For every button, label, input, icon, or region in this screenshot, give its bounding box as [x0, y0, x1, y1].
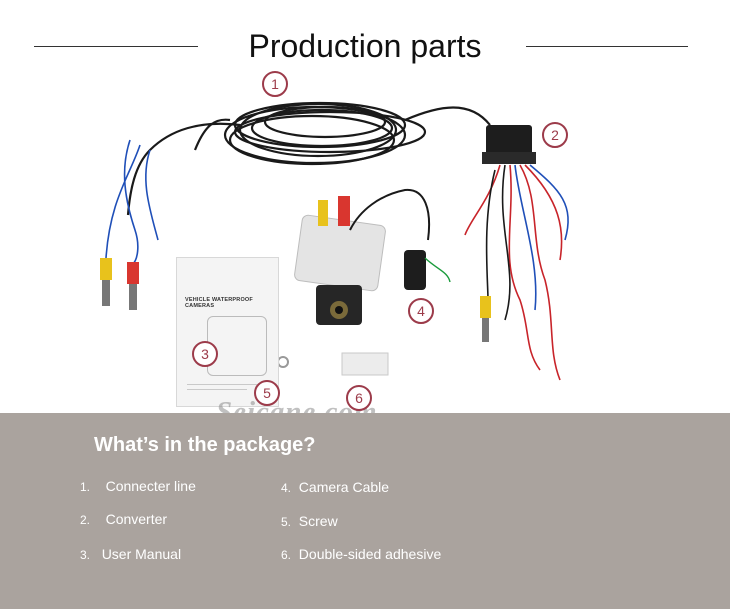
camera-assembly [294, 188, 451, 325]
item-label: Converter [105, 511, 168, 527]
connecter-line-coil [126, 101, 491, 216]
item-label: Screw [298, 513, 338, 529]
badge-1: 1 [262, 71, 288, 97]
wires-right [464, 164, 569, 381]
badge-2: 2 [542, 122, 568, 148]
item-label: Connecter line [105, 478, 196, 494]
item-number: 3. [80, 548, 91, 562]
blue-wires-left [105, 139, 159, 266]
badge-5: 5 [254, 380, 280, 406]
manual-heading: VEHICLE WATERPROOF CAMERAS [185, 297, 253, 309]
manual-text-line [187, 384, 257, 385]
package-item-1: 1. Connecter line [80, 478, 196, 494]
package-item-2: 2. Converter [80, 511, 167, 527]
package-item-6: 6. Double-sided adhesive [281, 546, 441, 562]
item-label: Camera Cable [298, 479, 390, 495]
rca-connectors-left [100, 258, 139, 310]
package-item-3: 3. User Manual [80, 546, 181, 562]
badge-4: 4 [408, 298, 434, 324]
page-title: Production parts [248, 28, 482, 64]
item-number: 5. [281, 515, 292, 529]
package-panel [0, 413, 730, 609]
title-rule-right [526, 46, 688, 47]
adhesive-pads [341, 352, 389, 376]
badge-6: 6 [346, 385, 372, 411]
parts-illustration [100, 101, 569, 381]
item-number: 4. [281, 481, 292, 495]
converter-box [482, 125, 536, 164]
item-label: Double-sided adhesive [298, 546, 442, 562]
manual-car-drawing [207, 316, 267, 376]
item-label: User Manual [101, 546, 182, 562]
product-photo: VEHICLE WATERPROOF CAMERAS Seicane.com 1… [0, 70, 730, 428]
manual-text-line [187, 389, 247, 390]
item-number: 2. [80, 513, 91, 527]
badge-3: 3 [192, 341, 218, 367]
package-title: What’s in the package? [94, 434, 316, 456]
item-number: 6. [281, 548, 292, 562]
title-rule-left [34, 46, 198, 47]
package-item-5: 5. Screw [281, 513, 338, 529]
rca-connector-right [480, 296, 491, 342]
item-number: 1. [80, 480, 91, 494]
package-item-4: 4. Camera Cable [281, 479, 389, 495]
